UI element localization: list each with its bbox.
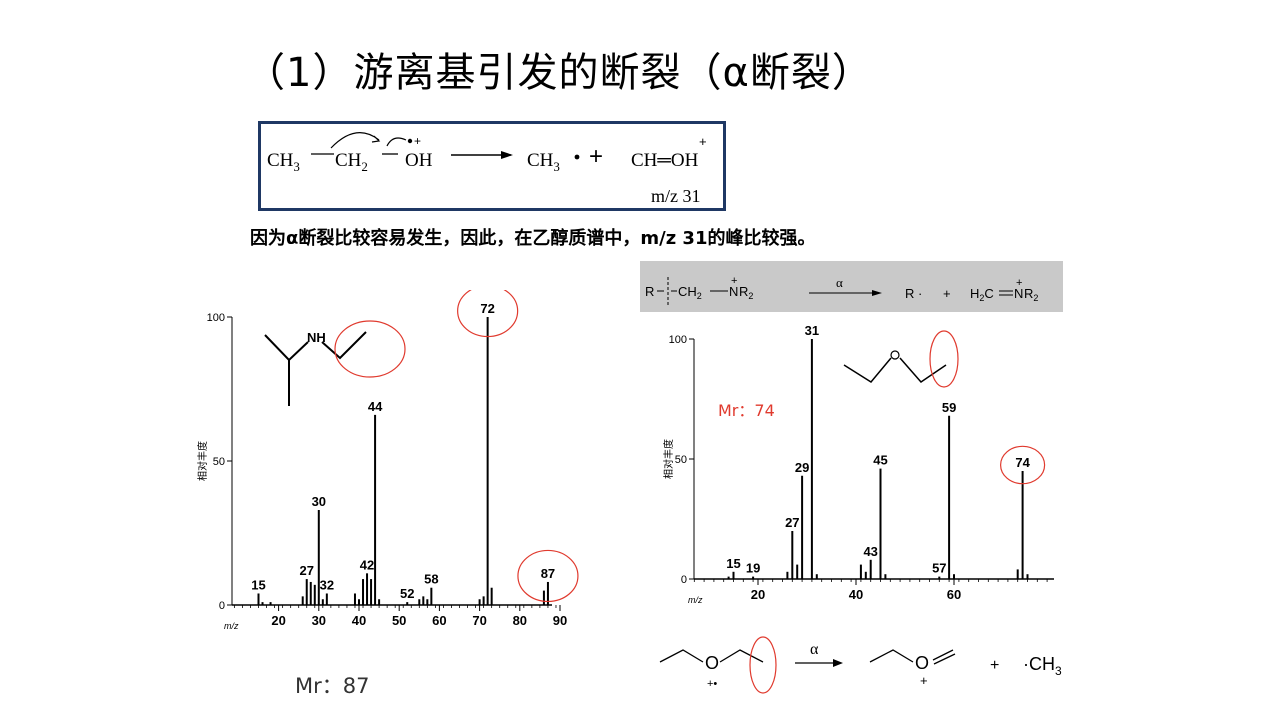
y-axis-label: 相对丰度 bbox=[662, 439, 675, 479]
amine-spectrum-labels: 15 27 30 32 42 44 52 58 72 87 bbox=[251, 290, 579, 603]
x-tick-label: 80 bbox=[513, 613, 527, 628]
y-tick-label: 0 bbox=[219, 600, 225, 612]
eq-plus: + bbox=[589, 143, 603, 170]
eq-ch2: CH2 bbox=[335, 150, 368, 174]
peak-label: 15 bbox=[726, 556, 740, 571]
scheme-plus: + bbox=[990, 657, 999, 674]
peak-highlight-circle bbox=[1000, 445, 1046, 485]
peak-label: 45 bbox=[873, 453, 887, 468]
x-axis-label: m/z bbox=[688, 595, 703, 605]
svg-text:R ·: R · bbox=[905, 286, 922, 301]
methyl-radical: ·CH3 bbox=[1023, 654, 1062, 678]
peak-label: 27 bbox=[785, 515, 799, 530]
eq-electron-arrow-2 bbox=[386, 137, 407, 147]
ether-structure bbox=[843, 357, 947, 383]
svg-text:+: + bbox=[414, 134, 421, 148]
x-axis-label: m/z bbox=[224, 621, 239, 631]
peak-label: 43 bbox=[863, 544, 877, 559]
x-tick-label: 40 bbox=[849, 587, 863, 602]
ethanol-equation: CH3 CH2 OH + CH3 + CH═OH + m/z 31 bbox=[267, 132, 707, 206]
peak-label: 30 bbox=[312, 494, 326, 509]
y-tick-label: 50 bbox=[675, 454, 687, 466]
svg-text:+: + bbox=[943, 286, 951, 301]
svg-text:+: + bbox=[731, 275, 737, 287]
eq-oh-left: OH bbox=[405, 150, 433, 171]
ether-mass-spectrum: 20 40 60 0 50 100 相对丰度 m/z 15 19 27 29 31 43 45 57 59 74 bbox=[662, 323, 1054, 605]
svg-text:N: N bbox=[729, 284, 738, 299]
peak-label: 29 bbox=[795, 460, 809, 475]
ether-ethyl-circle bbox=[929, 330, 959, 388]
svg-text:+: + bbox=[920, 673, 928, 688]
peak-label: 19 bbox=[746, 561, 760, 576]
peak-label: 58 bbox=[424, 572, 438, 587]
x-tick-label: 40 bbox=[352, 613, 366, 628]
svg-text:+: + bbox=[1016, 277, 1022, 289]
eq-radical-dot bbox=[407, 138, 413, 144]
amine-reaction: R CH2 N + R2 α R · + H2C N + R2 bbox=[645, 275, 1038, 305]
peak-label: 52 bbox=[400, 586, 414, 601]
peak-label: 74 bbox=[1015, 455, 1030, 470]
x-tick-label: 60 bbox=[947, 587, 961, 602]
x-tick-label: 50 bbox=[392, 613, 406, 628]
ether-o-right: O bbox=[915, 653, 929, 673]
x-tick-label: 70 bbox=[472, 613, 486, 628]
amine-spectrum-bars bbox=[257, 317, 549, 605]
amine-mass-spectrum: 20 30 40 50 60 70 80 90 0 50 100 相对丰度 m/z 15 27 30 32 42… bbox=[196, 290, 579, 631]
ether-spectrum-labels: 15 19 27 29 31 43 45 57 59 74 bbox=[726, 323, 1046, 576]
y-axis-label: 相对丰度 bbox=[196, 441, 209, 481]
x-tick-label: 20 bbox=[751, 587, 765, 602]
radical-cation-mark: +• bbox=[707, 678, 717, 690]
peak-label: 59 bbox=[942, 400, 956, 415]
ether-spectrum-bars bbox=[727, 339, 1029, 579]
amine-reaction-box: R CH2 N + R2 α R · + H2C N + R2 bbox=[640, 261, 1063, 312]
svg-text:R: R bbox=[645, 284, 654, 299]
x-tick-label: 20 bbox=[271, 613, 285, 628]
eq-ch3-left: CH3 bbox=[267, 150, 300, 174]
eq-electron-arrow-1 bbox=[330, 132, 380, 149]
peak-highlight-circle bbox=[517, 549, 579, 603]
peak-label: 31 bbox=[805, 323, 819, 338]
y-tick-label: 100 bbox=[207, 312, 225, 324]
eq-ch3-right: CH3 bbox=[527, 150, 560, 174]
ethanol-equation-box: CH3 CH2 OH + CH3 + CH═OH + m/z 31 bbox=[258, 121, 726, 211]
y-tick-label: 50 bbox=[213, 456, 225, 468]
eq-positive-charge: + bbox=[699, 134, 707, 149]
peak-label: 72 bbox=[480, 301, 494, 316]
amine-molecular-weight: Mr：87 bbox=[295, 674, 370, 698]
peak-label: 44 bbox=[368, 399, 383, 414]
svg-text:N: N bbox=[1014, 286, 1023, 301]
eq-ion-product: CH═OH bbox=[631, 150, 699, 171]
amine-nh-label: NH bbox=[307, 330, 326, 345]
peak-label: 15 bbox=[251, 577, 265, 592]
scheme-alpha: α bbox=[810, 641, 819, 658]
x-tick-label: 90 bbox=[553, 613, 567, 628]
ether-oxygen bbox=[890, 350, 900, 360]
ether-cleavage-scheme: O +• α O + + ·CH3 bbox=[659, 636, 1062, 694]
slide-title: （1）游离基引发的断裂（α断裂） bbox=[245, 50, 873, 96]
explanation-note: 因为α断裂比较容易发生，因此，在乙醇质谱中，m/z 31的峰比较强。 bbox=[250, 228, 816, 249]
x-tick-label: 30 bbox=[312, 613, 326, 628]
amine-structure bbox=[264, 331, 367, 406]
eq-radical-dot-product bbox=[574, 154, 580, 160]
peak-label: 27 bbox=[300, 563, 314, 578]
amine-ethyl-circle bbox=[334, 320, 406, 378]
amine-spectrum-axes: 20 30 40 50 60 70 80 90 0 50 100 相对丰度 m/z bbox=[196, 312, 567, 631]
peak-label: 42 bbox=[360, 557, 374, 572]
svg-text:H2C: H2C bbox=[970, 286, 994, 303]
svg-text:α: α bbox=[836, 275, 843, 290]
svg-text:R2: R2 bbox=[1024, 286, 1038, 303]
peak-highlight-circle bbox=[457, 290, 519, 338]
peak-label: 87 bbox=[541, 566, 555, 581]
peak-label: 57 bbox=[932, 561, 946, 576]
peak-label: 32 bbox=[320, 577, 334, 592]
svg-text:CH2: CH2 bbox=[678, 284, 702, 301]
x-tick-label: 60 bbox=[432, 613, 446, 628]
svg-text:R2: R2 bbox=[739, 284, 753, 301]
ether-cleave-circle bbox=[749, 636, 777, 694]
ether-molecular-weight: Mr：74 bbox=[718, 401, 775, 420]
eq-mz-label: m/z 31 bbox=[651, 186, 701, 206]
y-tick-label: 0 bbox=[681, 574, 687, 586]
y-tick-label: 100 bbox=[669, 334, 687, 346]
ether-o-left: O bbox=[705, 653, 719, 673]
